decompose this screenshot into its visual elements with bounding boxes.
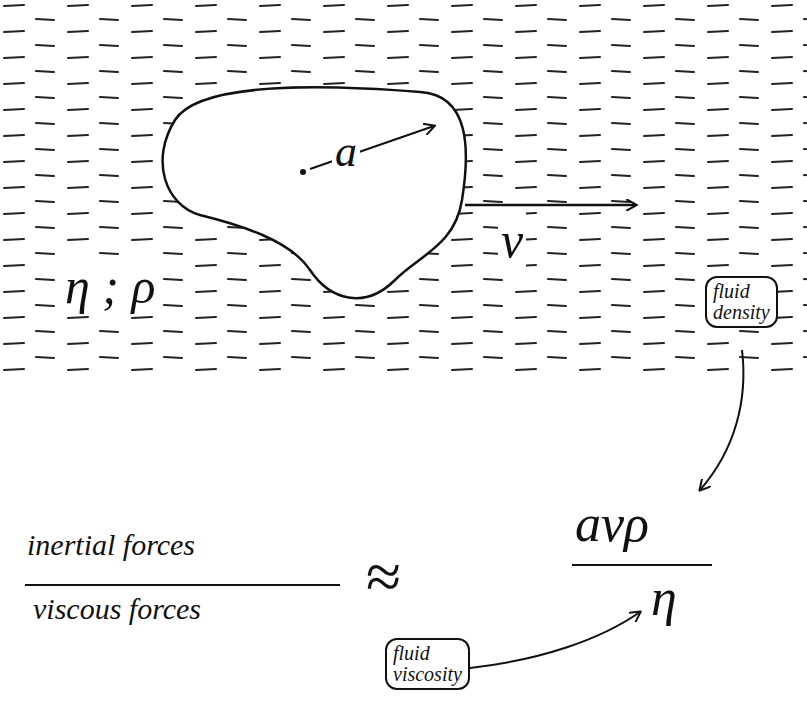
blob-shape: [160, 80, 470, 310]
center-dot: [300, 169, 306, 175]
velocity-symbol: v: [498, 212, 526, 270]
leader-arrow: [700, 350, 743, 490]
fraction-bar: [25, 584, 340, 586]
numerator-formula: avρ: [572, 494, 652, 554]
fluid-properties: η ; ρ: [62, 258, 158, 316]
callout-text: fluid viscosity: [393, 643, 462, 685]
callout-box: fluid density: [705, 276, 778, 328]
fraction-bar: [572, 564, 712, 566]
numerator-text: inertial forces: [24, 528, 198, 563]
body-outline: a: [160, 80, 470, 310]
denominator-text: viscous forces: [30, 592, 204, 627]
approx-sign: ≈: [362, 540, 403, 614]
velocity-arrow: [465, 204, 636, 207]
leader-arrow: [470, 612, 640, 668]
callout-box: fluid viscosity: [385, 638, 470, 690]
radius-arrow: [310, 126, 434, 169]
callout-text: fluid density: [713, 281, 770, 323]
blob-outline: [163, 87, 466, 298]
radius-label: a: [332, 128, 360, 176]
fluid-hatching: [0, 0, 807, 375]
denominator-symbol: η: [648, 568, 680, 628]
